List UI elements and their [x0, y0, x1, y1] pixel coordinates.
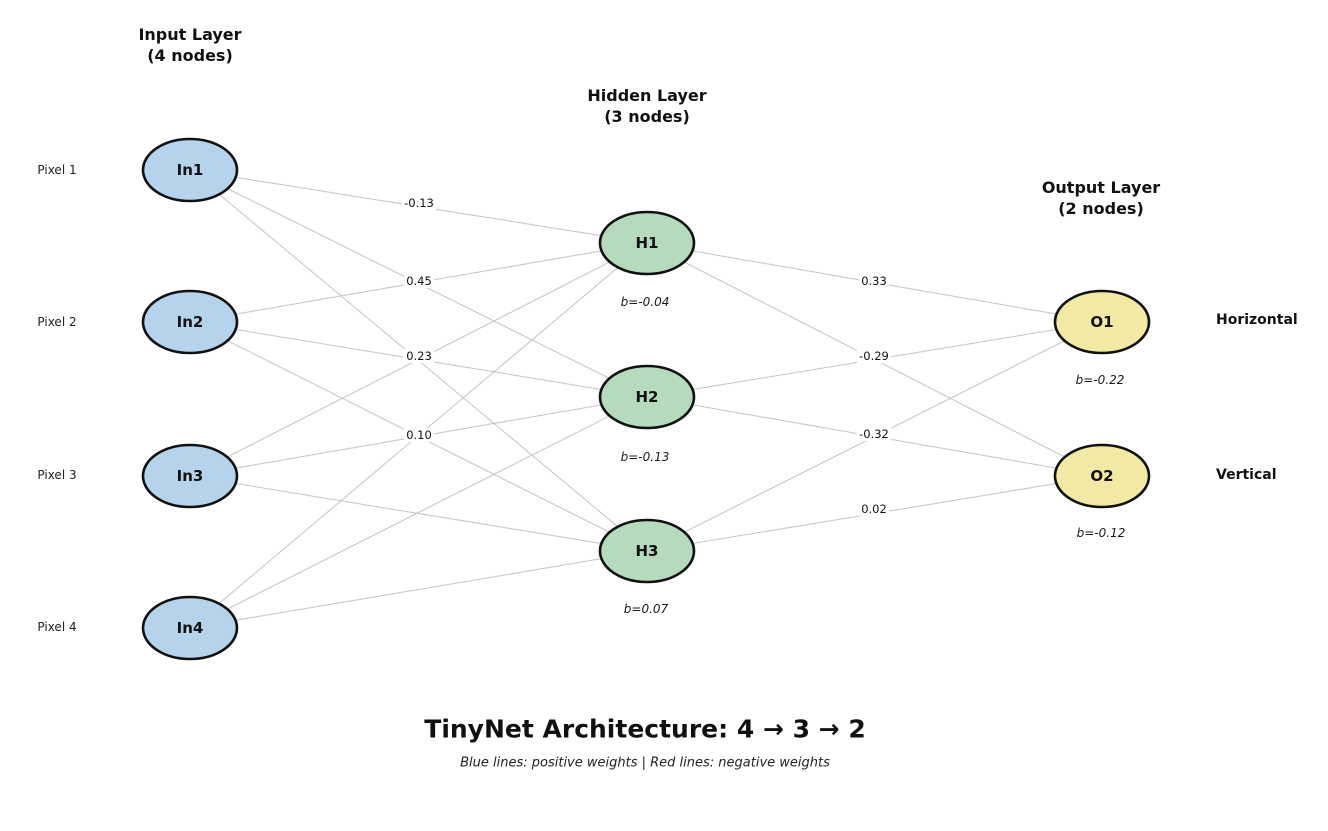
node-in4 [141, 595, 239, 661]
input-layer-header: Input Layer (4 nodes) [138, 24, 241, 66]
bias-label-h1: b=-0.04 [620, 295, 670, 309]
edge-In4-H2 [189, 396, 648, 629]
node-label-h2: H2 [635, 388, 659, 406]
node-o1 [1053, 289, 1151, 355]
node-h1 [598, 210, 696, 276]
node-label-h3: H3 [635, 542, 659, 560]
input-layer-header-line1: Input Layer [138, 25, 242, 44]
hidden-layer-header-line2: (3 nodes) [604, 107, 690, 126]
input-side-label-pixel3: Pixel 3 [37, 468, 77, 482]
node-label-h1: H1 [635, 234, 659, 252]
nodes-group [141, 137, 1151, 661]
weight-label-in4-h1: 0.10 [404, 428, 434, 442]
bias-label-o2: b=-0.12 [1076, 526, 1126, 540]
input-side-label-pixel2: Pixel 2 [37, 315, 77, 329]
output-side-label-horizontal: Horizontal [1216, 312, 1298, 328]
diagram-title: TinyNet Architecture: 4 → 3 → 2 [424, 714, 866, 744]
weight-label-h2-o1: -0.29 [857, 349, 891, 363]
node-label-o2: O2 [1090, 467, 1114, 485]
edge-In3-H3 [189, 475, 648, 552]
weight-label-in2-h1: 0.45 [404, 274, 434, 288]
input-side-label-pixel1: Pixel 1 [37, 163, 77, 177]
node-label-in4: In4 [176, 619, 204, 637]
output-layer-header: Output Layer (2 nodes) [1042, 177, 1160, 219]
node-in1 [141, 137, 239, 203]
node-in3 [141, 443, 239, 509]
input-side-label-pixel4: Pixel 4 [37, 620, 77, 634]
node-label-o1: O1 [1090, 313, 1114, 331]
weight-label-h1-o1: 0.33 [859, 274, 889, 288]
output-layer-header-line2: (2 nodes) [1058, 199, 1144, 218]
node-in2 [141, 289, 239, 355]
diagram-legend: Blue lines: positive weights | Red lines… [460, 755, 830, 771]
weight-label-h3-o1: -0.32 [857, 427, 891, 441]
hidden-layer-header: Hidden Layer (3 nodes) [587, 85, 706, 127]
node-h2 [598, 364, 696, 430]
weight-label-in3-h1: 0.23 [404, 349, 434, 363]
bias-label-h3: b=0.07 [623, 602, 669, 616]
output-side-label-vertical: Vertical [1216, 467, 1277, 483]
node-label-in3: In3 [176, 467, 204, 485]
node-h3 [598, 518, 696, 584]
edge-In4-H3 [189, 550, 648, 629]
bias-label-h2: b=-0.13 [620, 450, 670, 464]
output-layer-header-line1: Output Layer [1041, 178, 1161, 197]
weight-label-h3-o2: 0.02 [859, 502, 889, 516]
node-label-in1: In1 [176, 161, 204, 179]
node-o2 [1053, 443, 1151, 509]
weight-label-in1-h1: -0.13 [402, 196, 436, 210]
node-label-in2: In2 [176, 313, 204, 331]
input-layer-header-line2: (4 nodes) [147, 46, 233, 65]
bias-label-o1: b=-0.22 [1075, 373, 1125, 387]
hidden-layer-header-line1: Hidden Layer [587, 86, 707, 105]
